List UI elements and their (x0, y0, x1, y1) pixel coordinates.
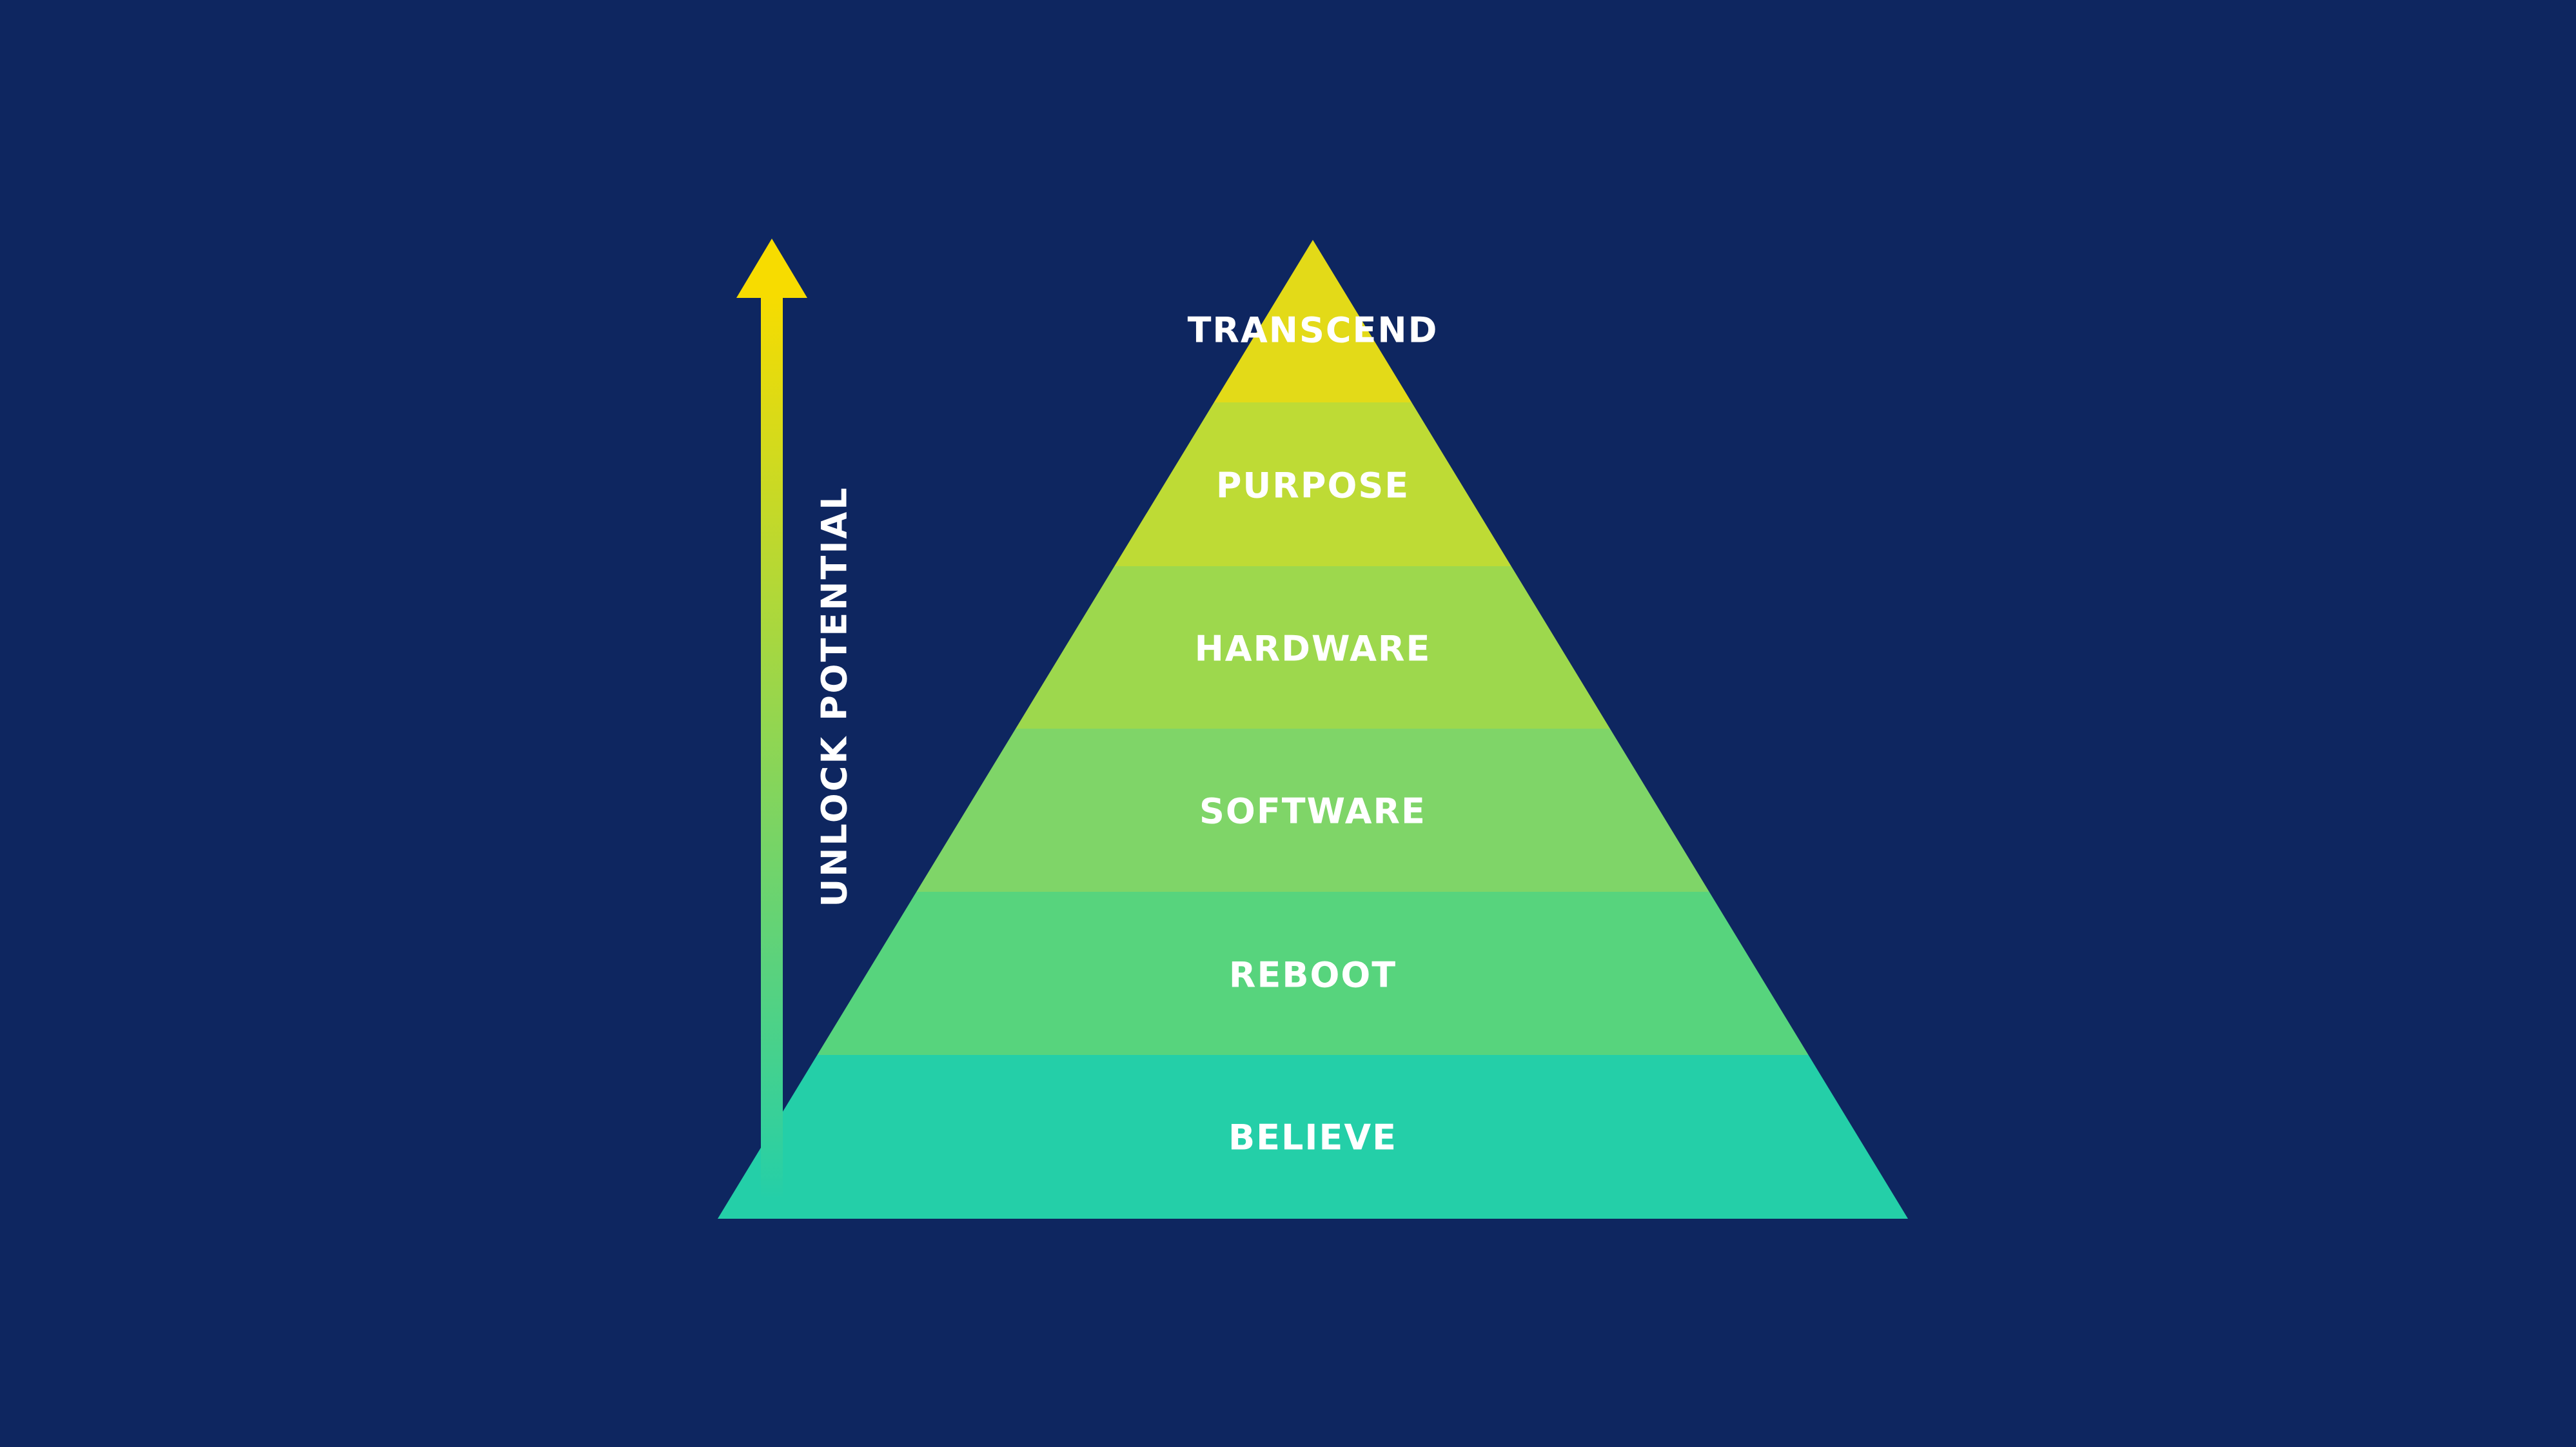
pyramid-label-believe: BELIEVE (1228, 1117, 1397, 1158)
pyramid-level-hardware (1016, 566, 1610, 729)
pyramid-level-purpose (1114, 402, 1511, 566)
pyramid-level-software (916, 729, 1709, 892)
pyramid-label-hardware: HARDWARE (1195, 629, 1431, 669)
pyramid-label-software: SOFTWARE (1199, 791, 1426, 832)
arrow-shaft (761, 293, 783, 1199)
unlock-potential-arrow (736, 239, 807, 1199)
pyramid-label-transcend: TRANSCEND (1188, 310, 1439, 351)
pyramid-level-transcend (1214, 240, 1412, 402)
arrow-head-icon (736, 239, 807, 298)
pyramid-level-believe (718, 1055, 1908, 1219)
arrow-label: UNLOCK POTENTIAL (814, 486, 855, 907)
pyramid-label-reboot: REBOOT (1229, 955, 1397, 996)
pyramid-label-purpose: PURPOSE (1216, 466, 1410, 506)
pyramid: TRANSCEND PURPOSE HARDWARE SOFTWARE REBOOT BE… (718, 240, 1908, 1219)
pyramid-level-reboot (817, 892, 1809, 1055)
